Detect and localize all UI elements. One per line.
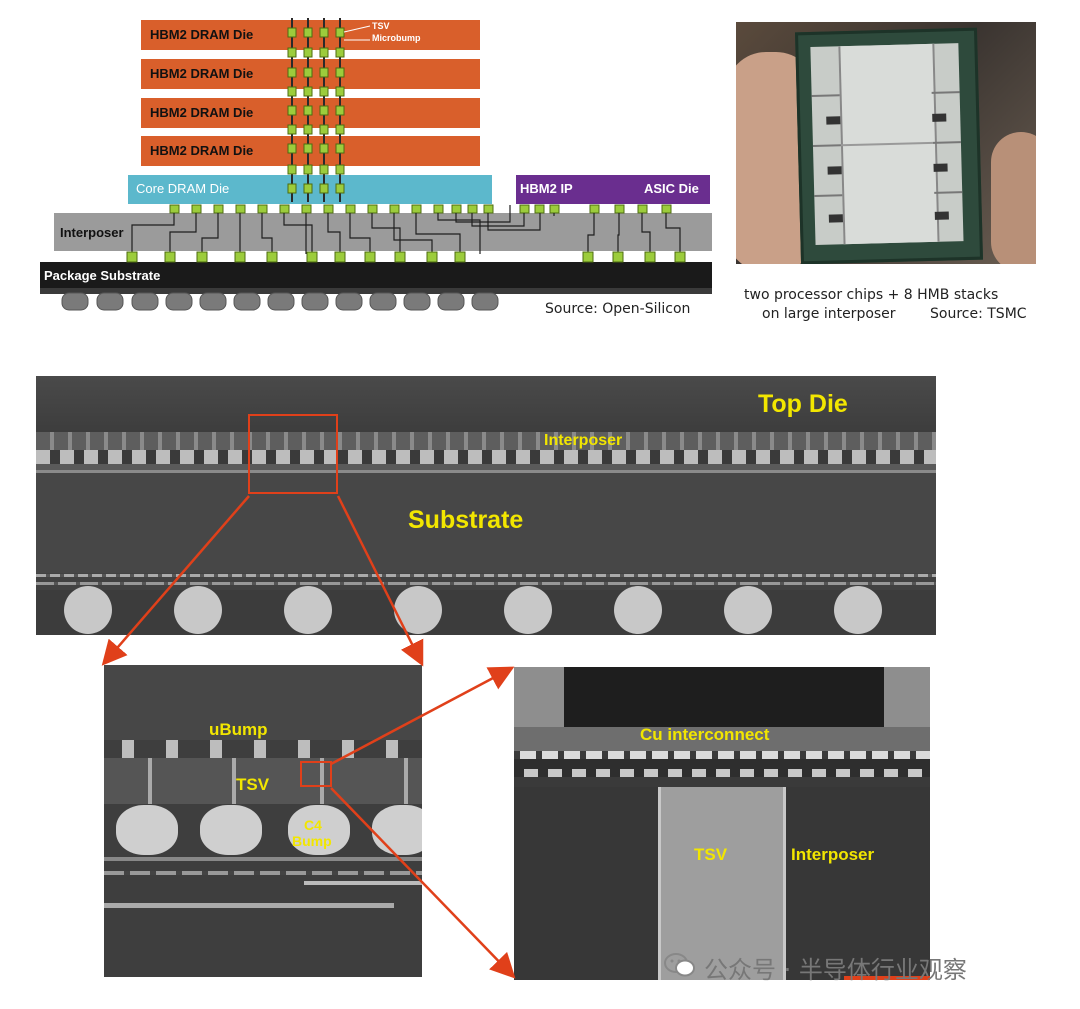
substrate-label: Substrate bbox=[408, 506, 524, 534]
cu-interconnect-label: Cu interconnect bbox=[640, 725, 770, 744]
bga-ball bbox=[174, 586, 222, 634]
interposer-zoom2-label: Interposer bbox=[791, 845, 875, 864]
sem-zoom-2: Cu interconnect TSV Interposer bbox=[514, 667, 930, 980]
ubump-row bbox=[104, 740, 422, 758]
tsv-zoom2-label: TSV bbox=[694, 845, 728, 864]
zoom-box-1 bbox=[248, 414, 338, 494]
microbump-label: Microbump bbox=[372, 33, 421, 43]
package-substrate-layer bbox=[40, 262, 712, 290]
asic-die-label: ASIC Die bbox=[644, 181, 699, 196]
c4-label-line2: Bump bbox=[292, 833, 332, 849]
interposer-photo bbox=[736, 22, 1036, 264]
top-die-label: Top Die bbox=[758, 390, 848, 418]
sem-cross-section: Top Die Interposer Substrate bbox=[36, 376, 936, 635]
interposer-sem-label: Interposer bbox=[544, 432, 623, 449]
hbm2-ip-label: HBM2 IP bbox=[520, 181, 573, 196]
dram-die-label-1: HBM2 DRAM Die bbox=[150, 27, 254, 42]
c4-label-line1: C4 bbox=[304, 817, 322, 833]
interposer-surface bbox=[810, 43, 964, 245]
interposer-layer bbox=[54, 213, 712, 251]
c4-bump bbox=[116, 805, 178, 855]
core-dram-label: Core DRAM Die bbox=[136, 181, 230, 196]
photo-caption-line1: two processor chips + 8 HMB stacks bbox=[744, 287, 999, 303]
interposer-strip bbox=[36, 432, 936, 450]
bga-ball bbox=[504, 586, 552, 634]
c4-bumps-diagram bbox=[126, 251, 686, 263]
interposer-label: Interposer bbox=[60, 225, 124, 240]
wechat-icon bbox=[664, 952, 696, 978]
package-balls bbox=[61, 292, 499, 311]
package-substrate-label: Package Substrate bbox=[44, 268, 161, 283]
tsv-microbumps bbox=[287, 27, 345, 194]
photo-caption-source: Source: TSMC bbox=[930, 306, 1027, 322]
sem-zoom-1: uBump TSV C4 Bump bbox=[104, 665, 422, 977]
diagram-source: Source: Open-Silicon bbox=[545, 301, 691, 317]
tsv-label: TSV bbox=[372, 21, 390, 31]
dram-die-label-4: HBM2 DRAM Die bbox=[150, 143, 254, 158]
bga-ball bbox=[724, 586, 772, 634]
top-die-region bbox=[36, 376, 936, 432]
chip-package bbox=[794, 27, 984, 264]
interposer-wiring bbox=[131, 205, 681, 254]
die-microbumps bbox=[169, 204, 672, 214]
c4-bump bbox=[200, 805, 262, 855]
tsv-zoom1-label: TSV bbox=[236, 775, 270, 794]
bga-ball bbox=[394, 586, 442, 634]
watermark: 公众号 · 半导体行业观察 bbox=[704, 956, 967, 984]
dram-die-label-3: HBM2 DRAM Die bbox=[150, 105, 254, 120]
hbm-package-diagram: HBM2 DRAM Die HBM2 DRAM Die HBM2 DRAM Di… bbox=[40, 10, 712, 317]
photo-caption-line2: on large interposer bbox=[762, 306, 896, 322]
bga-ball bbox=[284, 586, 332, 634]
tsv-column bbox=[658, 787, 786, 980]
ubump-label: uBump bbox=[209, 720, 268, 739]
asic-die bbox=[516, 175, 710, 204]
zoom-box-2 bbox=[300, 761, 332, 787]
c4-bump bbox=[372, 805, 422, 855]
dram-die-label-2: HBM2 DRAM Die bbox=[150, 66, 254, 81]
cu-interconnect-band bbox=[514, 727, 930, 751]
bga-ball bbox=[614, 586, 662, 634]
bga-ball bbox=[64, 586, 112, 634]
bga-ball bbox=[834, 586, 882, 634]
diagram-svg bbox=[40, 18, 712, 311]
